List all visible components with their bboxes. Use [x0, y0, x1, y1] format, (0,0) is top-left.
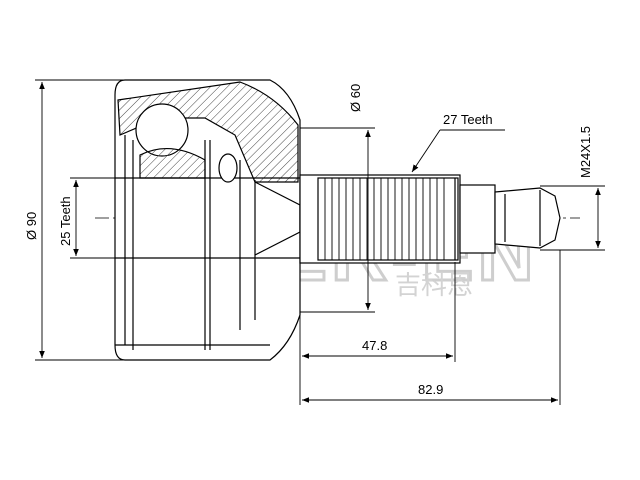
label-neck-diameter: Ø 60: [348, 84, 363, 112]
label-spline-length: 47.8: [362, 338, 387, 353]
label-inner-spline: 25 Teeth: [58, 196, 73, 246]
label-overall-diameter: Ø 90: [24, 212, 39, 240]
bell-housing: [114, 79, 301, 361]
dimension-total-length: [302, 250, 561, 405]
label-outer-spline: 27 Teeth: [443, 112, 493, 127]
watermark-chinese: 吉科恩: [395, 271, 473, 301]
label-thread: M24X1.5: [578, 126, 593, 178]
label-total-length: 82.9: [418, 382, 443, 397]
dimension-spline-length: [299, 262, 456, 405]
leader-outer-spline: [411, 129, 505, 173]
dimension-inner-spline: [70, 177, 140, 259]
dimension-overall-diameter: [35, 79, 125, 361]
dimension-thread: [540, 185, 605, 251]
dimension-neck-diameter: [300, 127, 375, 313]
spline-shaft: [299, 174, 561, 264]
